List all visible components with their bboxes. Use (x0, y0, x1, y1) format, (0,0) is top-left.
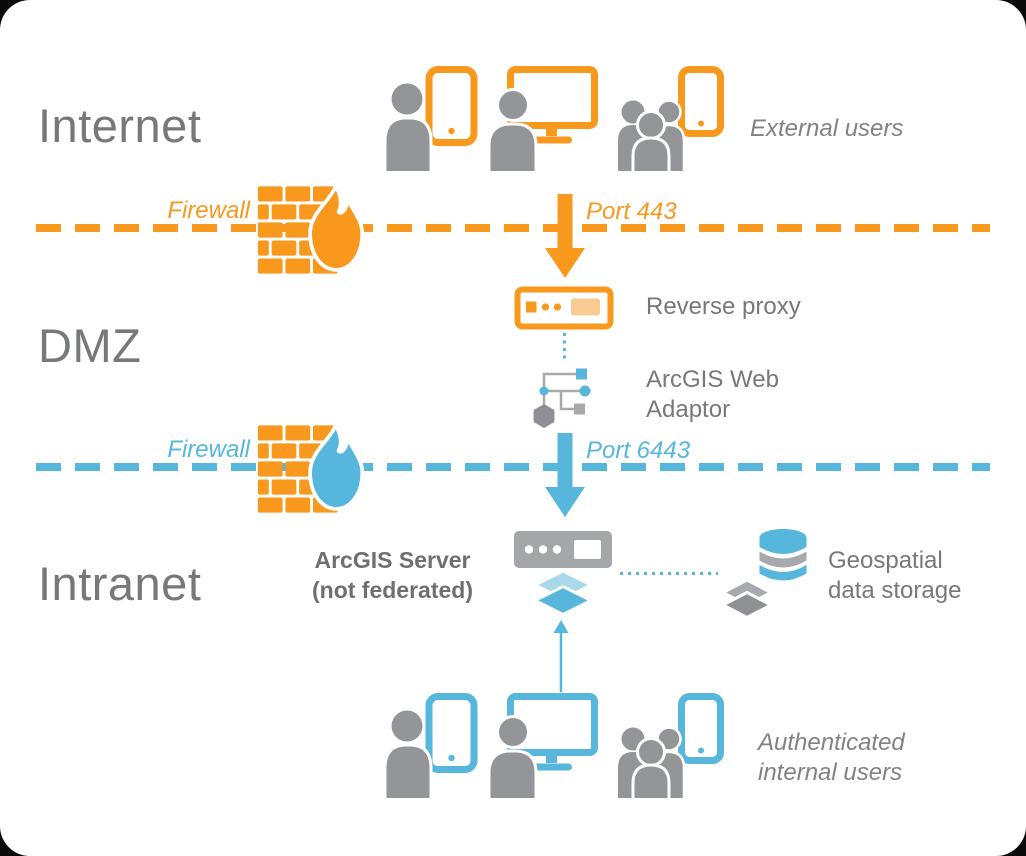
internal-users-group-icon (616, 693, 724, 798)
reverse-proxy-label: Reverse proxy (646, 293, 801, 320)
zone-label-internet: Internet (38, 99, 202, 152)
zone-label-dmz: DMZ (38, 319, 142, 372)
firewall-boundary-bottom (36, 463, 990, 471)
proxy-adaptor-connector (563, 333, 566, 363)
web-adaptor-label: ArcGIS Web Adaptor (646, 366, 779, 423)
port-6443-label: Port 6443 (586, 437, 691, 464)
web-adaptor-icon (530, 364, 598, 430)
port-443-arrow-icon (545, 194, 585, 278)
geospatial-storage-icon (720, 526, 815, 620)
geospatial-storage-label: Geospatial data storage (828, 547, 962, 604)
zone-label-intranet: Intranet (38, 557, 202, 610)
reverse-proxy-icon (514, 286, 614, 330)
server-storage-connector (620, 572, 718, 575)
internal-users-label: Authenticated internal users (758, 729, 905, 786)
port-6443-arrow-icon (545, 433, 585, 517)
internal-user-tablet-icon (383, 693, 478, 798)
firewall-bottom-label: Firewall (167, 436, 250, 463)
internal-user-desktop-icon (486, 693, 598, 798)
firewall-boundary-top (36, 224, 990, 232)
external-user-tablet-icon (383, 66, 478, 171)
firewall-top-icon (256, 182, 368, 278)
arcgis-server-title: ArcGIS Server (314, 547, 471, 573)
port-443-label: Port 443 (586, 198, 677, 225)
users-to-server-arrow-icon (553, 620, 569, 692)
firewall-top-label: Firewall (167, 197, 250, 224)
external-users-group-icon (616, 66, 724, 171)
arcgis-server-note: (not federated) (312, 576, 473, 603)
external-user-desktop-icon (486, 66, 598, 171)
external-users-label: External users (750, 115, 904, 142)
arcgis-server-icon (513, 530, 613, 618)
firewall-bottom-icon (256, 421, 368, 517)
arcgis-server-label: ArcGIS Server (not federated) (300, 546, 485, 606)
